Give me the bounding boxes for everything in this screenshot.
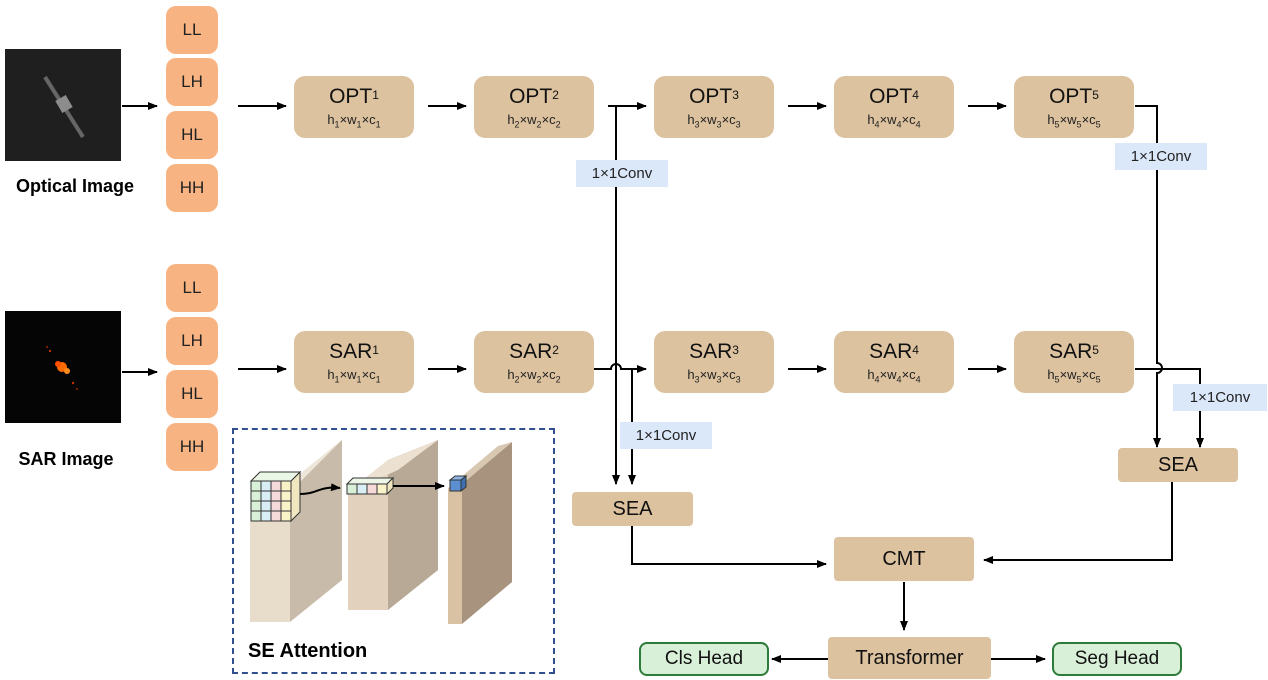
arrow-opt5-to-sea-right — [1135, 105, 1163, 448]
conv-label-sar5: 1×1Conv — [1173, 384, 1267, 411]
sea-block-right: SEA — [1118, 448, 1238, 482]
opt-stage-1-dims: h1×w1×c1 — [327, 111, 381, 130]
sar-stage-2-dims: h2×w2×c2 — [507, 366, 561, 385]
sar-stage-2-title: SAR2 — [509, 339, 559, 363]
sar-stage-1-title: SAR1 — [329, 339, 379, 363]
se-attention-illustration — [249, 440, 512, 624]
sar-stage-2: SAR2 h2×w2×c2 — [474, 331, 594, 393]
sar-stage-4-dims: h4×w4×c4 — [867, 366, 921, 385]
cmt-block: CMT — [834, 537, 974, 581]
seg-head: Seg Head — [1052, 642, 1182, 676]
sar-image-graphic — [5, 311, 121, 423]
optical-image-label: Optical Image — [15, 176, 135, 196]
conv-label-opt2: 1×1Conv — [576, 160, 668, 187]
opt-stage-1: OPT1 h1×w1×c1 — [294, 76, 414, 138]
opt-stage-5-dims: h5×w5×c5 — [1047, 111, 1101, 130]
sar-stage-5-title: SAR5 — [1049, 339, 1099, 363]
optical-image-graphic — [5, 49, 121, 161]
opt-stage-2: OPT2 h2×w2×c2 — [474, 76, 594, 138]
sar-band-lh: LH — [166, 317, 218, 365]
conv-label-sar2: 1×1Conv — [620, 422, 712, 449]
sar-stage-3-dims: h3×w3×c3 — [687, 366, 741, 385]
arrow-sea-right-to-cmt — [983, 482, 1173, 564]
opt-stage-3: OPT3 h3×w3×c3 — [654, 76, 774, 138]
se-attention-label: SE Attention — [248, 640, 368, 662]
arrow-sar5-to-sea-right — [1135, 368, 1204, 448]
sar-band-ll: LL — [166, 264, 218, 312]
optical-band-ll: LL — [166, 6, 218, 54]
optical-band-hh: HH — [166, 164, 218, 212]
opt-stage-2-title: OPT2 — [509, 84, 559, 108]
arrow-sea-left-to-cmt — [631, 526, 827, 568]
opt-stage-3-title: OPT3 — [689, 84, 739, 108]
sar-stage-3: SAR3 h3×w3×c3 — [654, 331, 774, 393]
sar-image-label: SAR Image — [18, 449, 114, 469]
opt-stage-1-title: OPT1 — [329, 84, 379, 108]
opt-stage-4-dims: h4×w4×c4 — [867, 111, 921, 130]
sar-stage-4: SAR4 h4×w4×c4 — [834, 331, 954, 393]
sar-stage-1: SAR1 h1×w1×c1 — [294, 331, 414, 393]
cls-head: Cls Head — [639, 642, 769, 676]
optical-band-hl: HL — [166, 111, 218, 159]
opt-stage-4: OPT4 h4×w4×c4 — [834, 76, 954, 138]
sar-stage-4-title: SAR4 — [869, 339, 919, 363]
optical-image — [5, 49, 121, 161]
sar-band-hh: HH — [166, 423, 218, 471]
sar-stage-3-title: SAR3 — [689, 339, 739, 363]
arrow-sar2-sar3 — [594, 363, 647, 373]
opt-stage-5: OPT5 h5×w5×c5 — [1014, 76, 1134, 138]
opt-stage-3-dims: h3×w3×c3 — [687, 111, 741, 130]
sea-block-left: SEA — [572, 492, 693, 526]
opt-stage-4-title: OPT4 — [869, 84, 919, 108]
se-attention-panel — [232, 428, 555, 674]
optical-band-lh: LH — [166, 58, 218, 106]
sar-stage-1-dims: h1×w1×c1 — [327, 366, 381, 385]
opt-stage-5-title: OPT5 — [1049, 84, 1099, 108]
sar-image — [5, 311, 121, 423]
sar-stage-5: SAR5 h5×w5×c5 — [1014, 331, 1134, 393]
sar-band-hl: HL — [166, 370, 218, 418]
conv-label-opt5: 1×1Conv — [1115, 143, 1207, 170]
sar-stage-5-dims: h5×w5×c5 — [1047, 366, 1101, 385]
transformer-block: Transformer — [828, 637, 991, 679]
opt-stage-2-dims: h2×w2×c2 — [507, 111, 561, 130]
